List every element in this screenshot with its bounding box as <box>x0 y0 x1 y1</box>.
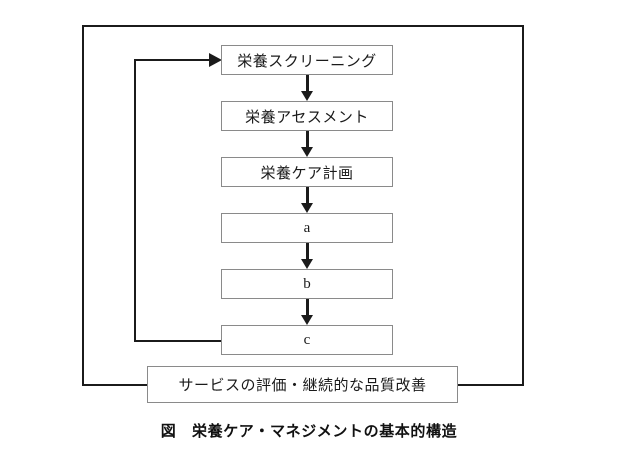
arrow-down-icon-3 <box>301 187 313 213</box>
arrow-down-icon-5 <box>301 299 313 325</box>
flow-node-b: b <box>221 269 393 299</box>
flow-node-nutrition-assessment: 栄養アセスメント <box>221 101 393 131</box>
flow-node-service-evaluation: サービスの評価・継続的な品質改善 <box>147 366 458 403</box>
flow-node-a: a <box>221 213 393 243</box>
feedback-loop-arrowhead-icon <box>209 53 222 67</box>
arrow-down-icon-2 <box>301 131 313 157</box>
flow-node-nutrition-care-plan: 栄養ケア計画 <box>221 157 393 187</box>
feedback-loop-bottom-connector <box>134 340 222 342</box>
arrow-down-icon-4 <box>301 243 313 269</box>
outer-feedback-frame <box>82 25 524 385</box>
arrow-down-icon-1 <box>301 75 313 101</box>
figure-caption: 図 栄養ケア・マネジメントの基本的構造 <box>160 424 458 440</box>
flow-node-nutrition-screening: 栄養スクリーニング <box>221 45 393 75</box>
feedback-loop-vertical-line <box>134 60 136 342</box>
flow-node-c: c <box>221 325 393 355</box>
outer-frame-right-connector <box>457 384 524 386</box>
feedback-loop-top-connector <box>134 59 212 61</box>
outer-frame-left-connector <box>82 384 148 386</box>
